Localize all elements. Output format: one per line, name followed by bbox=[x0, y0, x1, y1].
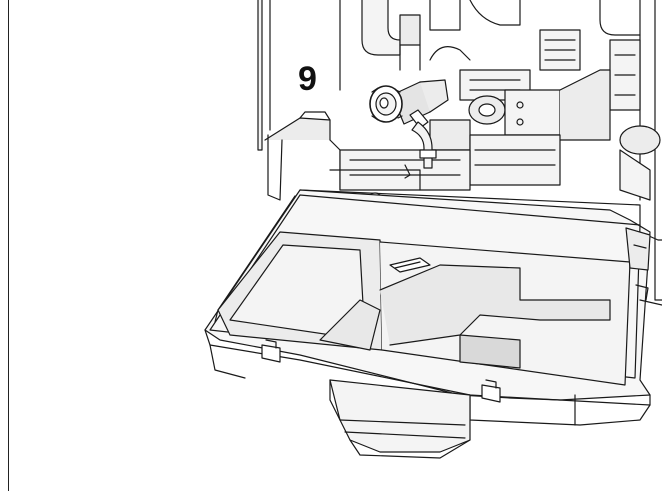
drain-valve-icon bbox=[369, 79, 449, 129]
panel-side-clips bbox=[625, 227, 651, 301]
hydraulic-block bbox=[361, 0, 661, 201]
hose-clip-icon bbox=[411, 121, 437, 169]
boiler-casing bbox=[257, 0, 662, 301]
hinge-icon bbox=[261, 339, 501, 403]
step-number: 9 bbox=[298, 60, 317, 98]
front-panel bbox=[204, 189, 662, 426]
figure-frame bbox=[8, 0, 662, 491]
drip-tray bbox=[329, 379, 471, 459]
